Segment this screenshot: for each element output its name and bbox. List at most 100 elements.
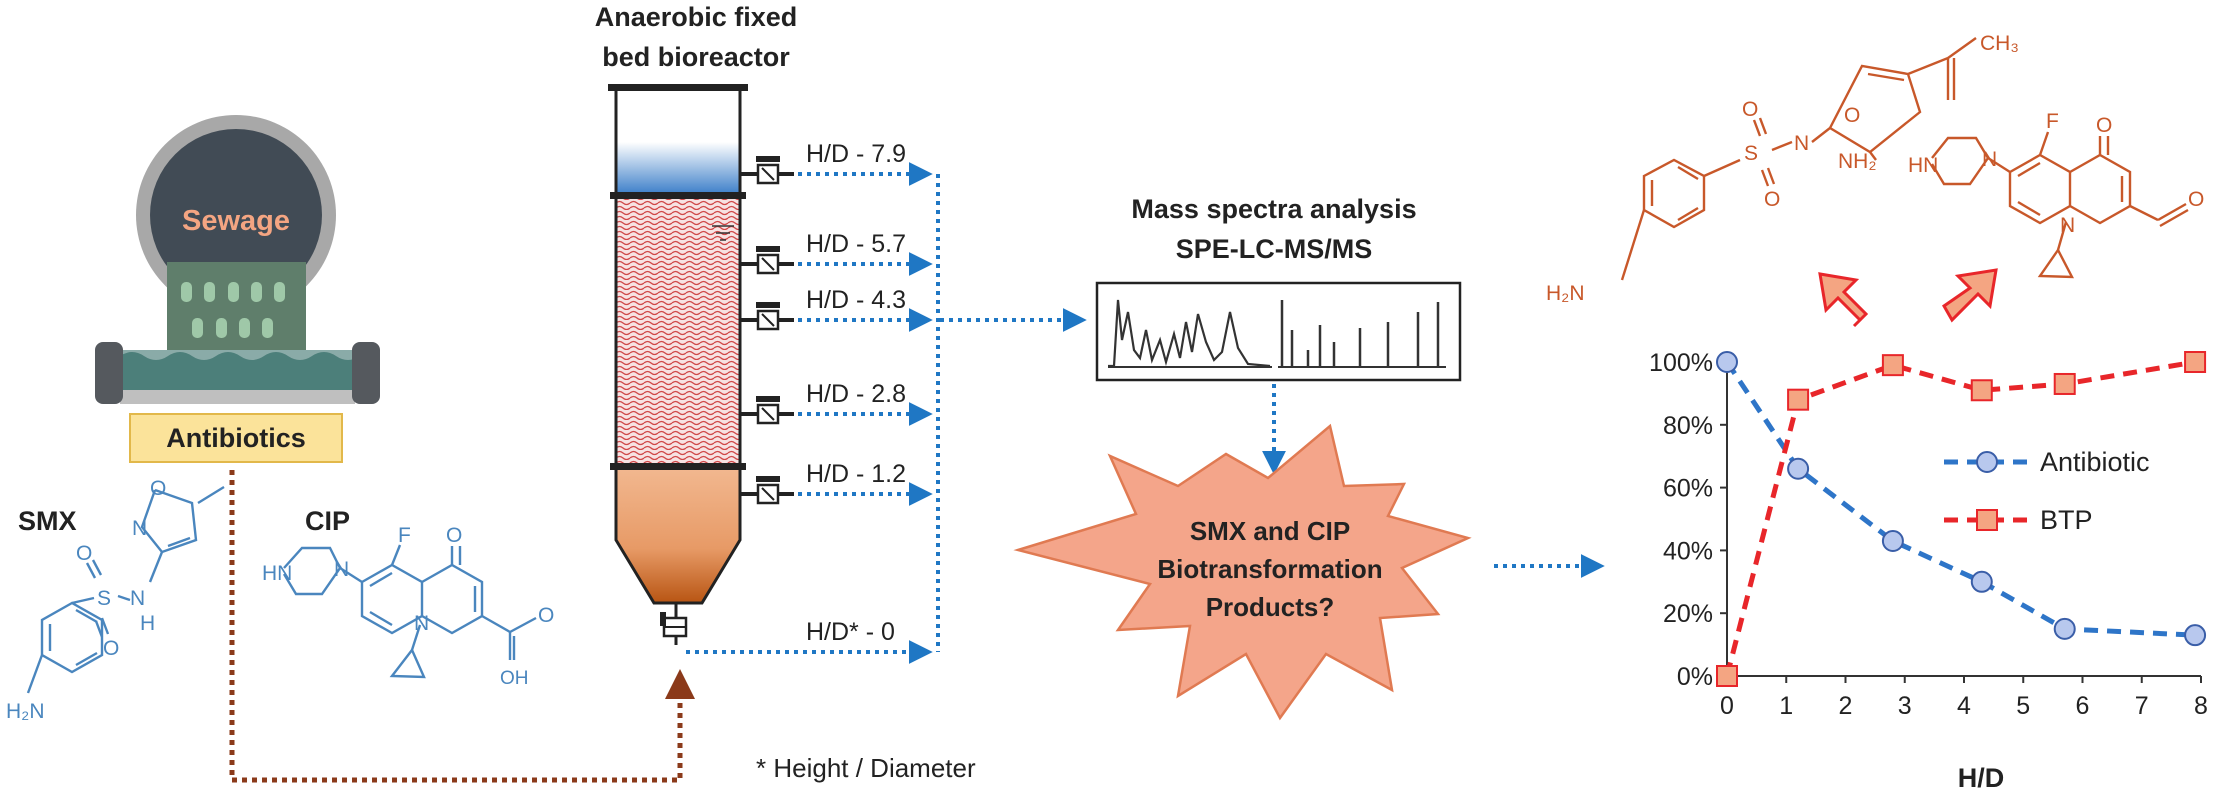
sampling-port-5: H/D - 1.2 [740,460,933,506]
legend-marker [1976,451,1998,473]
port-label: H/D - 7.9 [806,140,906,168]
btp1-atom-h2n: H₂N [1546,282,1584,305]
data-point [1787,457,1810,480]
x-tick-label: 3 [1898,692,1912,720]
x-tick-label: 0 [1720,692,1734,720]
data-point [2053,372,2076,395]
up-arrow-left-icon [1818,272,1869,328]
port-label: H/D - 2.8 [806,380,906,408]
product-arrows [1818,268,1998,328]
chart-y-tick-labels: 0%20%40%60%80%100% [1649,349,1713,691]
btp2-atom-o-keto: O [2096,114,2112,137]
x-tick-label: 8 [2194,692,2208,720]
btp2-atom-hn: HN [1908,154,1938,177]
legend-label: Antibiotic [2040,447,2150,477]
data-point [1881,529,1904,552]
smx-atom-o1: O [76,542,92,565]
data-point [1970,570,1993,593]
series-line [1724,360,2196,638]
up-arrow-right-icon [1942,268,1998,323]
legend-marker [1976,509,1998,531]
smx-atom-h: H [140,612,155,635]
data-point [2184,624,2207,647]
btp1-atom-n: N [1794,132,1809,155]
bioreactor: Anaerobic fixed bed bioreactor [595,2,798,645]
btp1-molecule: CH₃ O N S O O NH₂ H₂N [1546,32,2019,305]
y-tick-label: 60% [1663,475,1713,503]
cip-atom-o-acid: O [538,604,554,627]
btp1-atom-ch3: CH₃ [1980,32,2019,55]
chart-axes [1720,361,2202,683]
sampling-port-1: H/D - 7.9 [740,140,933,186]
port-label: H/D* - 0 [806,618,895,646]
data-point [1881,354,1904,377]
series-antibiotic [1716,351,2207,647]
data-point [1716,665,1738,687]
legend-label: BTP [2040,505,2093,535]
smx-atom-o2: O [103,637,119,660]
smx-atom-s: S [97,587,111,610]
btp2-atom-n1: N [1982,148,1997,171]
y-tick-label: 20% [1663,600,1713,628]
btp1-atom-o-ketone: O [1844,104,1860,127]
btp1-atom-s: S [1744,142,1758,165]
sampling-port-3: H/D - 4.3 [740,286,933,332]
btp1-atom-nh2: NH₂ [1838,150,1876,173]
burst-line1: SMX and CIP [1190,516,1350,546]
mass-spectra-panel: Mass spectra analysis SPE-LC-MS/MS [1095,194,1462,382]
cip-atom-oh: OH [500,668,529,689]
cip-name: CIP [305,506,350,536]
chart-x-axis-label: H/D [1958,763,2005,793]
cip-molecule: CIP HN N F O N O OH [262,506,554,689]
series-line [1724,359,2196,677]
sewage-tank: Sewage Antibiotics [95,115,380,463]
question-burst: SMX and CIP Biotransformation Products? [1013,423,1472,721]
reactor-title-line1: Anaerobic fixed [595,2,798,32]
data-point [2184,351,2207,373]
y-tick-label: 40% [1663,537,1713,565]
x-tick-label: 1 [1779,692,1793,720]
x-tick-label: 7 [2135,692,2149,720]
y-tick-label: 80% [1663,412,1713,440]
legend-item-btp: BTP [1944,505,2093,535]
burst-line2: Biotransformation [1157,554,1382,584]
smx-atom-nh: N [130,587,145,610]
data-point [2053,617,2076,640]
x-tick-label: 2 [1839,692,1853,720]
btp2-atom-n2: N [2060,214,2075,237]
bottom-valve [660,612,688,638]
sampling-port-4: H/D - 2.8 [740,380,933,426]
btp1-atom-o2: O [1764,188,1780,211]
data-point [1787,388,1810,411]
ms-title-line2: SPE-LC-MS/MS [1176,234,1373,264]
smx-atom-n-ring: N [132,517,147,540]
footnote-height-diameter: * Height / Diameter [756,753,976,783]
tank-window-slots [181,282,285,338]
ms-title-line1: Mass spectra analysis [1131,194,1416,224]
cip-atom-n1: N [334,558,349,581]
data-point [1970,379,1993,402]
data-point [1716,351,1738,373]
btp2-atom-f: F [2046,110,2059,133]
cip-atom-hn: HN [262,562,292,585]
port-label: H/D - 1.2 [806,460,906,488]
port-label: H/D - 5.7 [806,230,906,258]
x-tick-label: 6 [2076,692,2090,720]
burst-line3: Products? [1206,592,1335,622]
cip-atom-n2: N [414,612,429,635]
antibiotics-box [129,413,343,463]
smx-name: SMX [18,506,77,536]
cip-atom-f: F [398,524,411,547]
smx-atom-o-ring: O [150,477,166,500]
sampling-port-2: H/D - 5.7 [740,230,933,276]
series-btp [1716,351,2207,687]
x-tick-label: 5 [2016,692,2030,720]
btp1-atom-o1: O [1742,98,1758,121]
legend-item-antibiotic: Antibiotic [1944,447,2150,477]
smx-atom-h2n: H₂N [6,700,44,723]
chart-series [1716,351,2207,687]
reactor-title-line2: bed bioreactor [602,42,790,72]
